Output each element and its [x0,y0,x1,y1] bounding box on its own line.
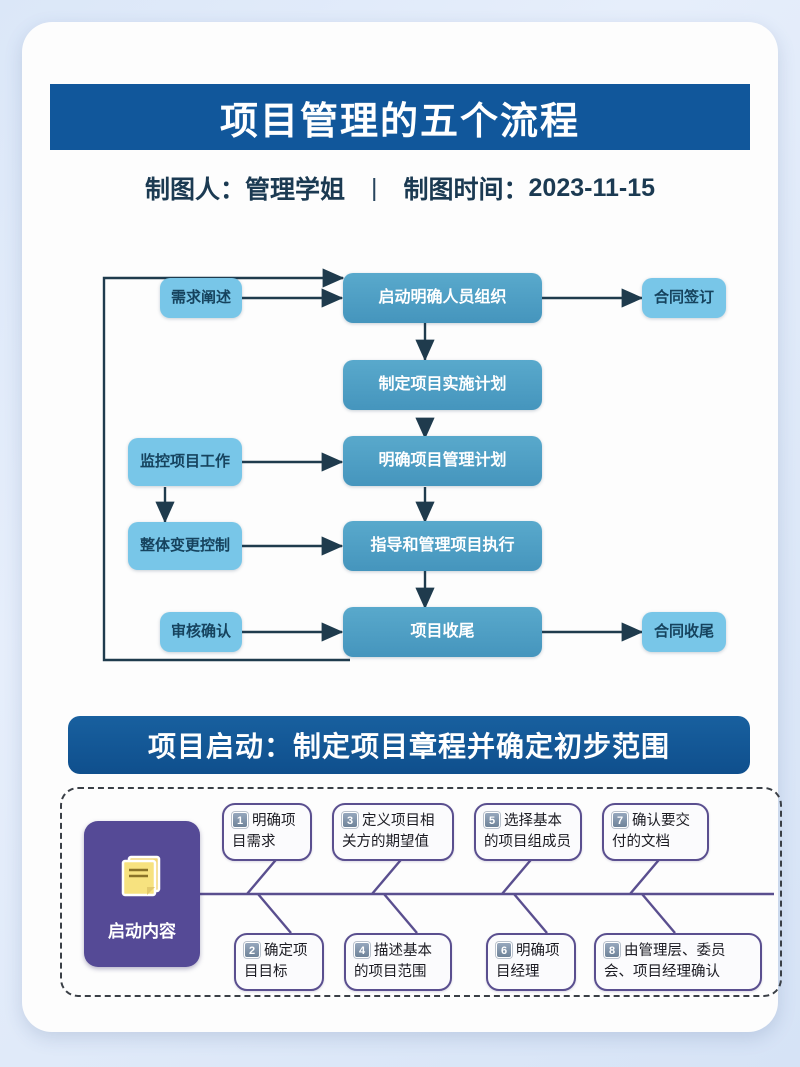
flow-node-review-confirm[interactable]: 审核确认 [160,612,242,652]
fishbone-item-text: 确认要交付的文档 [612,813,690,851]
item-number-badge: 1 [232,812,248,828]
flow-node-label: 明确项目管理计划 [378,451,507,469]
fishbone-item-text: 定义项目相关方的期望值 [342,813,435,851]
credits-row: 制图人：管理学姐 | 制图时间：2023-11-15 [50,164,750,212]
fishbone-root-label: 启动内容 [108,921,176,941]
title-bar: 项目管理的五个流程 [50,84,750,150]
flow-node-requirement-statement[interactable]: 需求阐述 [160,278,242,318]
flow-node-management-plan[interactable]: 明确项目管理计划 [343,436,542,486]
flow-node-label: 合同收尾 [653,623,714,641]
item-number-badge: 2 [244,942,260,958]
infographic-card: 项目管理的五个流程 制图人：管理学姐 | 制图时间：2023-11-15 [22,22,782,1032]
fishbone-connectors [200,854,774,934]
flow-node-change-control[interactable]: 整体变更控制 [128,522,242,570]
flow-node-direct-and-manage[interactable]: 指导和管理项目执行 [343,521,542,571]
flow-node-label: 启动明确人员组织 [378,288,507,306]
flow-node-implementation-plan[interactable]: 制定项目实施计划 [343,360,542,410]
item-number-badge: 3 [342,812,358,828]
item-number-badge: 6 [496,942,512,958]
flow-node-label: 需求阐述 [170,289,231,307]
fishbone-item-text: 由管理层、委员会、项目经理确认 [604,943,726,981]
fishbone-item-text: 选择基本的项目组成员 [484,813,571,851]
flow-node-label: 审核确认 [170,623,231,641]
flow-node-monitor-work[interactable]: 监控项目工作 [128,438,242,486]
item-number-badge: 5 [484,812,500,828]
item-number-badge: 8 [604,942,620,958]
flow-node-label: 监控项目工作 [139,453,230,471]
date-value: 2023-11-15 [528,173,656,202]
flow-node-contract-signing[interactable]: 合同签订 [642,278,726,318]
section-banner-text: 项目启动：制定项目章程并确定初步范围 [147,731,670,762]
fishbone-item-text: 确定项目目标 [244,943,308,981]
flow-node-project-closure[interactable]: 项目收尾 [343,607,542,657]
author-value: 管理学姐 [244,176,345,204]
flow-node-label: 指导和管理项目执行 [370,536,515,554]
flow-node-initiate-organization[interactable]: 启动明确人员组织 [343,273,542,323]
flow-node-contract-closure[interactable]: 合同收尾 [642,612,726,652]
flow-node-label: 项目收尾 [410,622,475,640]
credits-separator: | [371,173,378,202]
date-label: 制图时间： [403,176,529,204]
fishbone-root[interactable]: 启动内容 [84,821,200,967]
page-title: 项目管理的五个流程 [219,100,580,143]
flow-node-label: 合同签订 [653,289,714,307]
note-document-icon [115,847,169,901]
flow-node-label: 制定项目实施计划 [378,375,507,393]
process-flowchart: 需求阐述 启动明确人员组织 合同签订 制定项目实施计划 监控项目工作 明确项目管… [50,240,750,670]
item-number-badge: 4 [354,942,370,958]
flow-node-label: 整体变更控制 [139,537,230,555]
item-number-badge: 7 [612,812,628,828]
fishbone-item-text: 描述基本的项目范围 [354,943,432,981]
fishbone-item-text: 明确项目需求 [232,813,296,851]
section-banner: 项目启动：制定项目章程并确定初步范围 [68,716,750,774]
author-label: 制图人： [144,176,245,204]
fishbone-item-text: 明确项目经理 [496,943,560,981]
